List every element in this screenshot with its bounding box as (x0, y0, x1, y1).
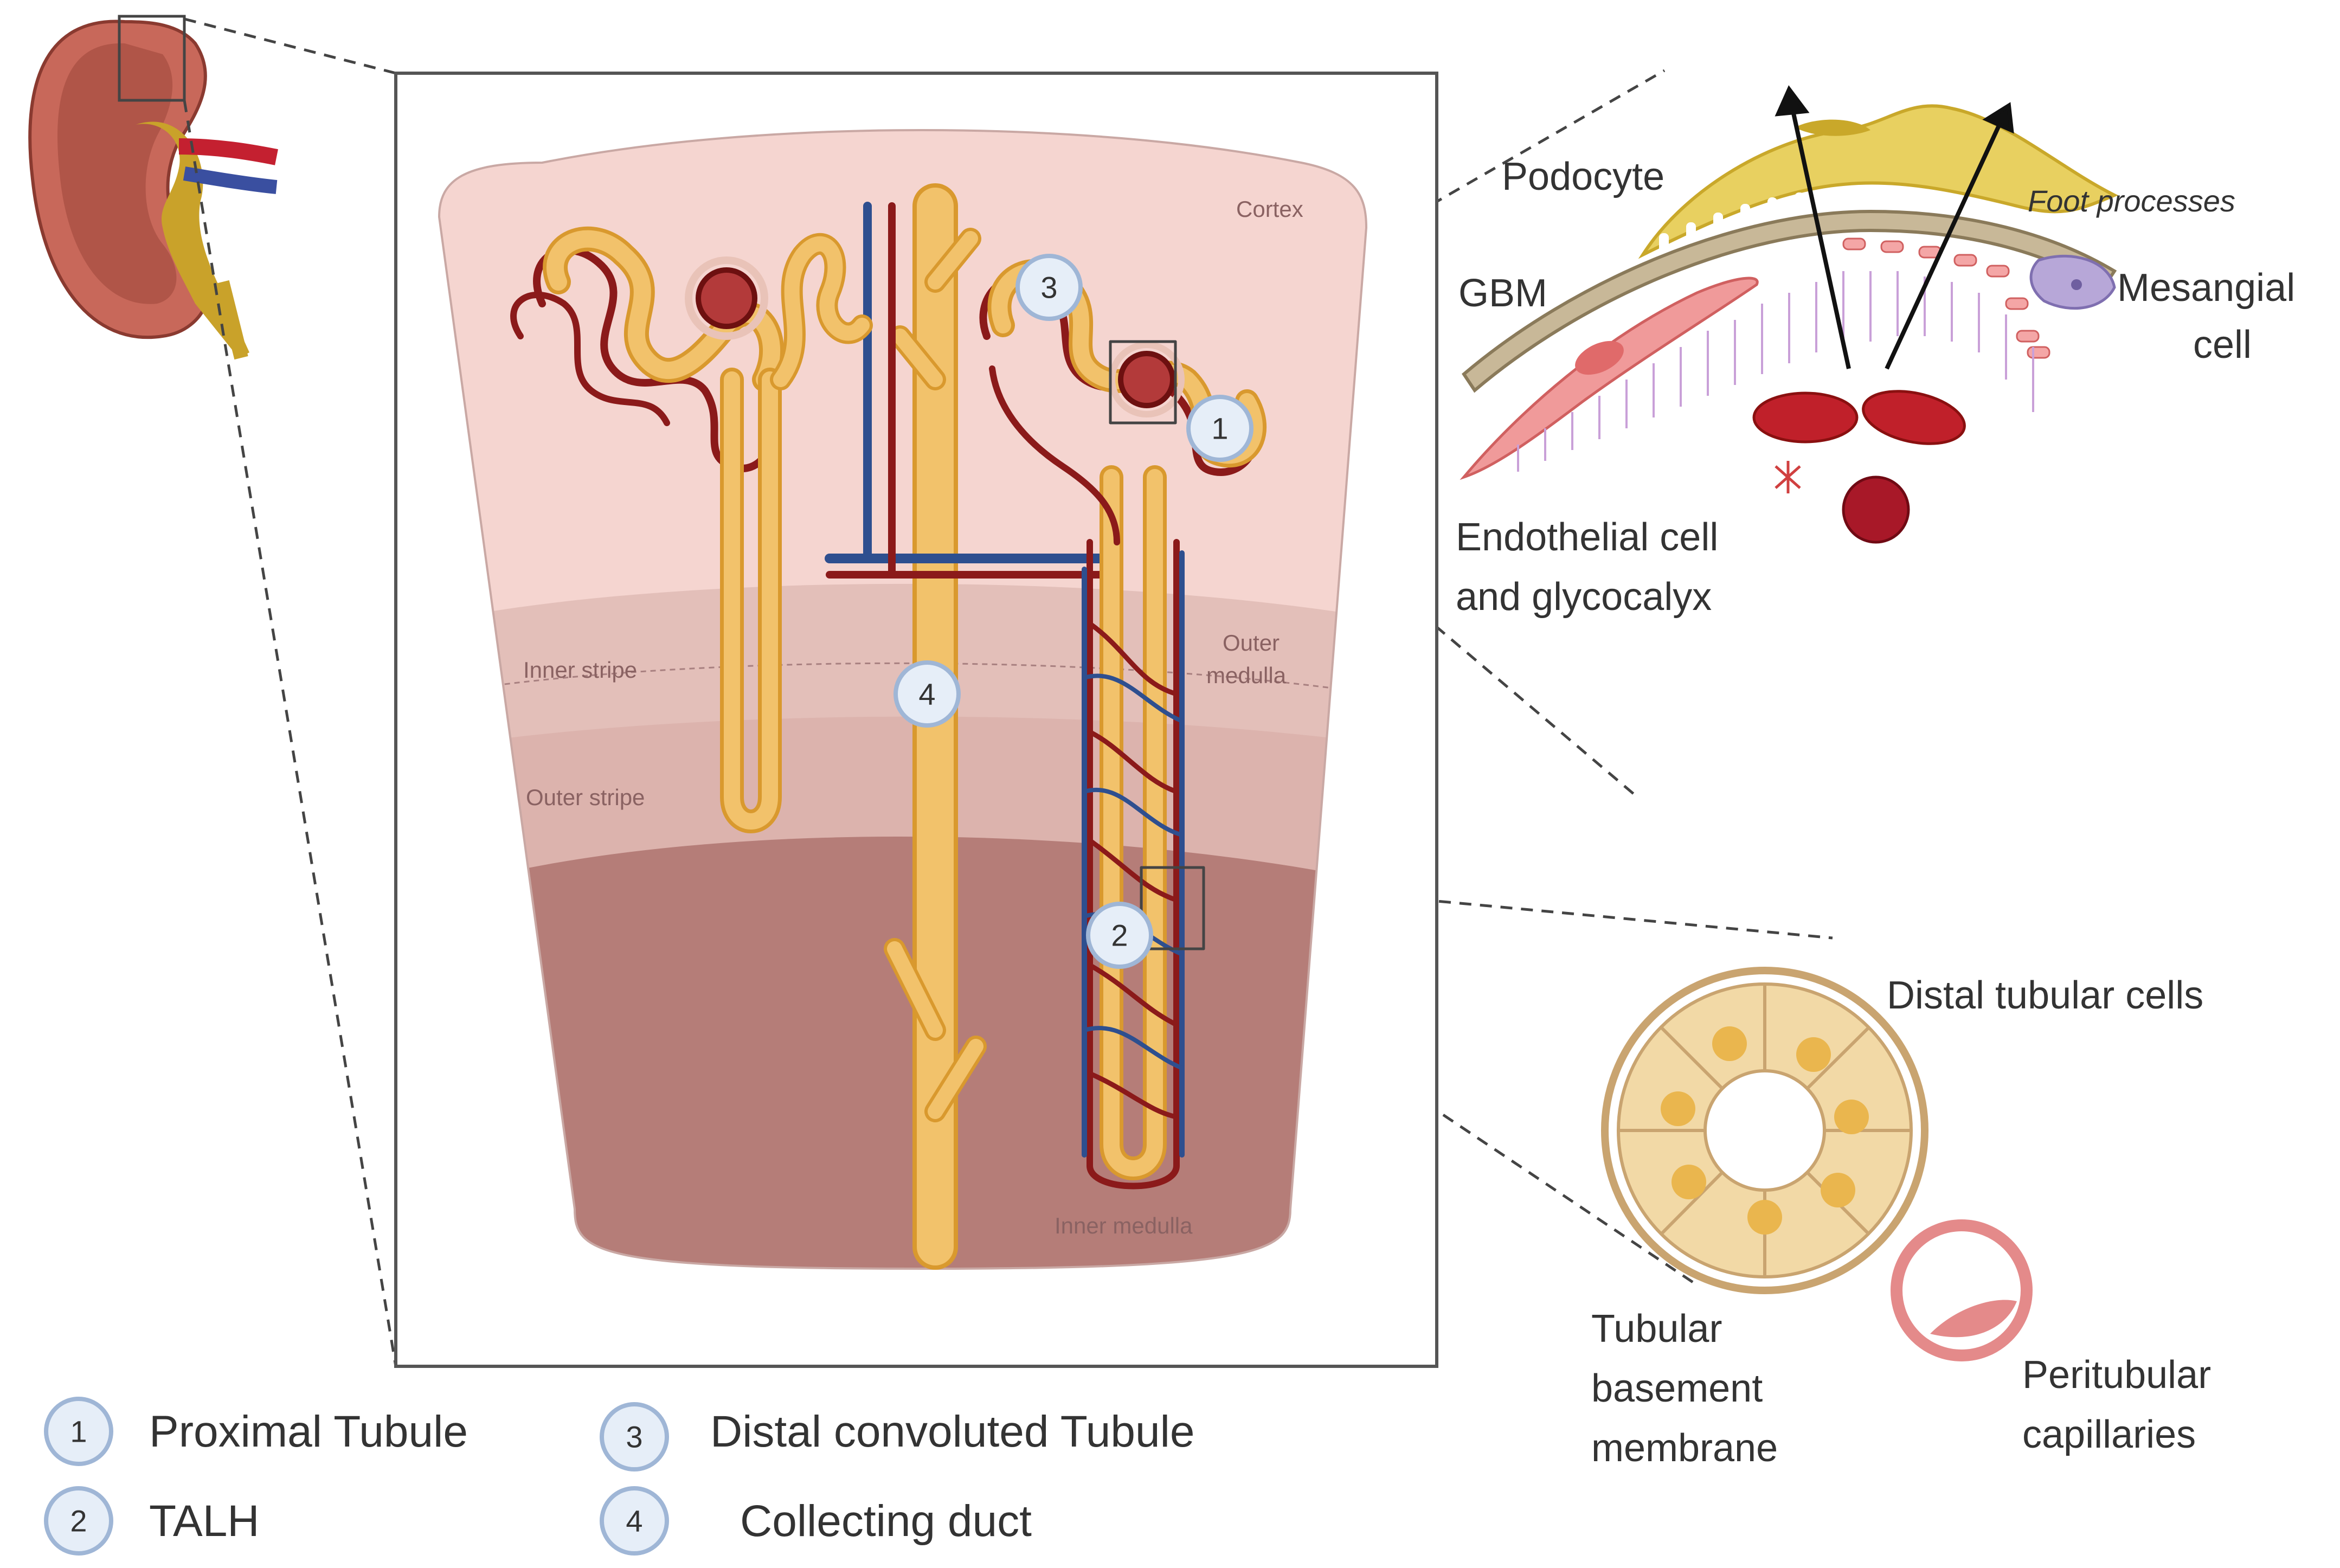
tubule-cross-section: Distal tubular cells Tubular basement me… (1591, 967, 2211, 1470)
label-tbm-1: Tubular (1591, 1307, 1722, 1351)
vasa-vessels (825, 202, 1111, 579)
legend-item-2: 2 TALH (44, 1486, 260, 1556)
foot-processes (1659, 189, 1940, 255)
legend-number-3: 3 (626, 1420, 642, 1454)
filtration-arrows (1775, 85, 2014, 370)
legend-number-1: 1 (70, 1415, 87, 1449)
talh-zoom-box (1140, 866, 1205, 950)
filtration-barrier-inset: Podocyte Foot processes GBM Mesangial ce… (1456, 85, 2295, 619)
podocyte-nucleus (1795, 119, 1870, 136)
legend-label-2: TALH (149, 1496, 260, 1546)
zone-label-outer-medulla-2: medulla (1206, 663, 1287, 688)
glomerulus-right (1118, 351, 1175, 408)
zone-label-outer-medulla-1: Outer (1223, 630, 1280, 656)
zone-label-cortex: Cortex (1236, 196, 1303, 222)
legend: 1 Proximal Tubule 2 TALH 3 Distal convol… (44, 1397, 1194, 1556)
label-podocyte: Podocyte (1502, 155, 1664, 198)
zone-label-inner-stripe: Inner stripe (523, 657, 637, 683)
zone-label-inner-medulla: Inner medulla (1055, 1213, 1193, 1238)
label-tbm-3: membrane (1591, 1426, 1778, 1470)
marker-3-number: 3 (1040, 271, 1057, 305)
ureter (215, 280, 248, 360)
red-blood-cells (1752, 390, 1966, 544)
kidney-zoom-box (118, 15, 186, 102)
endothelial-nucleus (1575, 340, 1624, 375)
podocyte-shape (1638, 104, 2119, 259)
marker-1: 1 (1186, 395, 1253, 462)
kidney-cortex-inner (57, 43, 177, 304)
label-gbm: GBM (1458, 272, 1547, 315)
endothelial-cell (1460, 277, 1759, 480)
renal-vein (183, 166, 278, 194)
glomerulus-zoom-box (1109, 340, 1177, 425)
label-peritubular-1: Peritubular (2022, 1353, 2211, 1397)
section-outline (438, 129, 1368, 1270)
zone-label-outer-stripe: Outer stripe (526, 785, 645, 810)
legend-number-4: 4 (626, 1504, 642, 1538)
legend-label-1: Proximal Tubule (149, 1407, 468, 1456)
capillary-endothelial-cell (1930, 1300, 2017, 1338)
tubule-lumen (1703, 1069, 1826, 1192)
legend-number-2: 2 (70, 1504, 87, 1538)
label-endothelial-1: Endothelial cell (1456, 516, 1718, 559)
label-peritubular-2: capillaries (2022, 1413, 2196, 1456)
label-mesangial-2: cell (2193, 323, 2252, 367)
label-tbm-2: basement (1591, 1367, 1763, 1410)
marker-2: 2 (1086, 902, 1153, 969)
legend-item-4: 4 Collecting duct (600, 1486, 1032, 1556)
label-mesangial-1: Mesangial (2117, 266, 2295, 310)
label-foot-processes: Foot processes (2028, 184, 2235, 218)
fenestrae (1842, 237, 2050, 359)
nephron-left (510, 226, 873, 833)
nephron-panel: Cortex Inner stripe Outer stripe Outer m… (394, 72, 1438, 1368)
legend-label-3: Distal convoluted Tubule (710, 1407, 1194, 1456)
mesangial-nucleus (2071, 279, 2082, 290)
legend-item-1: 1 Proximal Tubule (44, 1397, 468, 1466)
marker-3: 3 (1015, 254, 1083, 321)
glomerulus-left (696, 267, 757, 329)
marker-2-number: 2 (1111, 918, 1128, 953)
cell-nuclei (1661, 1026, 1869, 1235)
kidney-overview (28, 15, 278, 360)
label-endothelial-2: and glycocalyx (1456, 575, 1712, 619)
glycocalyx (1517, 271, 2034, 472)
marker-1-number: 1 (1211, 412, 1228, 446)
marker-4-number: 4 (918, 677, 935, 711)
legend-label-4: Collecting duct (740, 1496, 1032, 1546)
marker-4: 4 (893, 660, 961, 728)
label-distal-tubular-cells: Distal tubular cells (1887, 974, 2203, 1017)
legend-item-3: 3 Distal convoluted Tubule (600, 1402, 1194, 1471)
